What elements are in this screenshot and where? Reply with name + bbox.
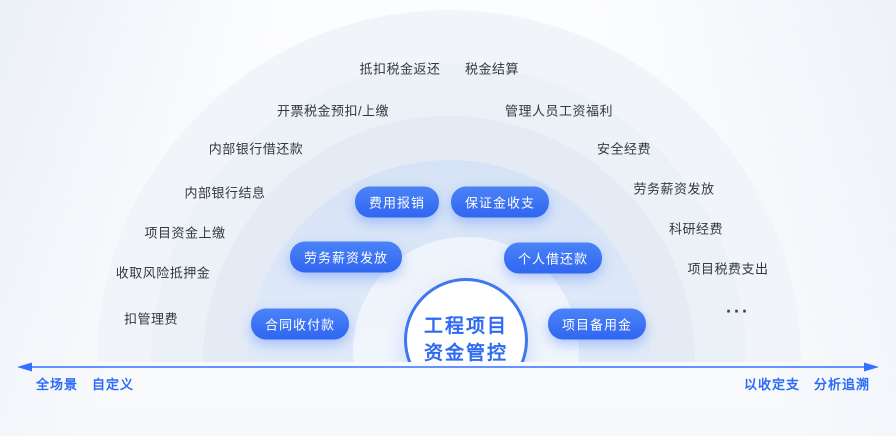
pill-margin-deposit: 保证金收支: [450, 186, 550, 218]
bidirectional-arrow: [17, 362, 879, 372]
diagram-area: 抵扣税金返还 税金结算 开票税金预扣/上缴 管理人员工资福利 内部银行借还款 安…: [97, 10, 801, 362]
arc-label-management-fee: 扣管理费: [123, 311, 179, 327]
pill-project-reserve-fund: 项目备用金: [547, 308, 647, 340]
arc-label-risk-deposit-collection: 收取风险抵押金: [115, 265, 211, 281]
arc-label-tax-settlement: 税金结算: [464, 61, 520, 77]
arc-label-internal-bank-interest: 内部银行结息: [184, 185, 266, 201]
center-title-line2: 资金管控: [423, 343, 508, 362]
arc-label-staff-salary-welfare: 管理人员工资福利: [504, 103, 614, 119]
footer-right-term-1: 以收定支: [743, 377, 800, 392]
pill-personal-loan: 个人借还款: [503, 242, 603, 274]
footer-right-term-2: 分析追溯: [813, 377, 870, 392]
arc-label-project-tax-expense: 项目税费支出: [687, 261, 769, 277]
arc-label-labor-payroll: 劳务薪资发放: [633, 181, 715, 197]
footer-left-caption: 全场景自定义: [36, 374, 134, 393]
arc-label-research-expense: 科研经费: [668, 221, 724, 237]
footer-right-caption: 以收定支分析追溯: [744, 374, 870, 393]
arc-label-internal-bank-loan: 内部银行借还款: [208, 141, 304, 157]
pill-contract-payment: 合同收付款: [250, 308, 350, 340]
footer-left-term-2: 自定义: [92, 377, 135, 392]
pill-expense-reimbursement: 费用报销: [354, 186, 440, 218]
center-title-line1: 工程项目: [423, 316, 508, 337]
arc-label-invoice-tax-withholding: 开票税金预扣/上缴: [276, 103, 390, 119]
arc-label-safety-expense: 安全经费: [596, 141, 652, 157]
footer-left-term-1: 全场景: [36, 377, 79, 392]
pill-labor-payroll: 劳务薪资发放: [289, 241, 403, 273]
arc-label-project-fund-remittance: 项目资金上缴: [144, 225, 226, 241]
arc-label-tax-deduction-refund: 抵扣税金返还: [359, 61, 441, 77]
more-ellipsis: ···: [726, 301, 750, 322]
